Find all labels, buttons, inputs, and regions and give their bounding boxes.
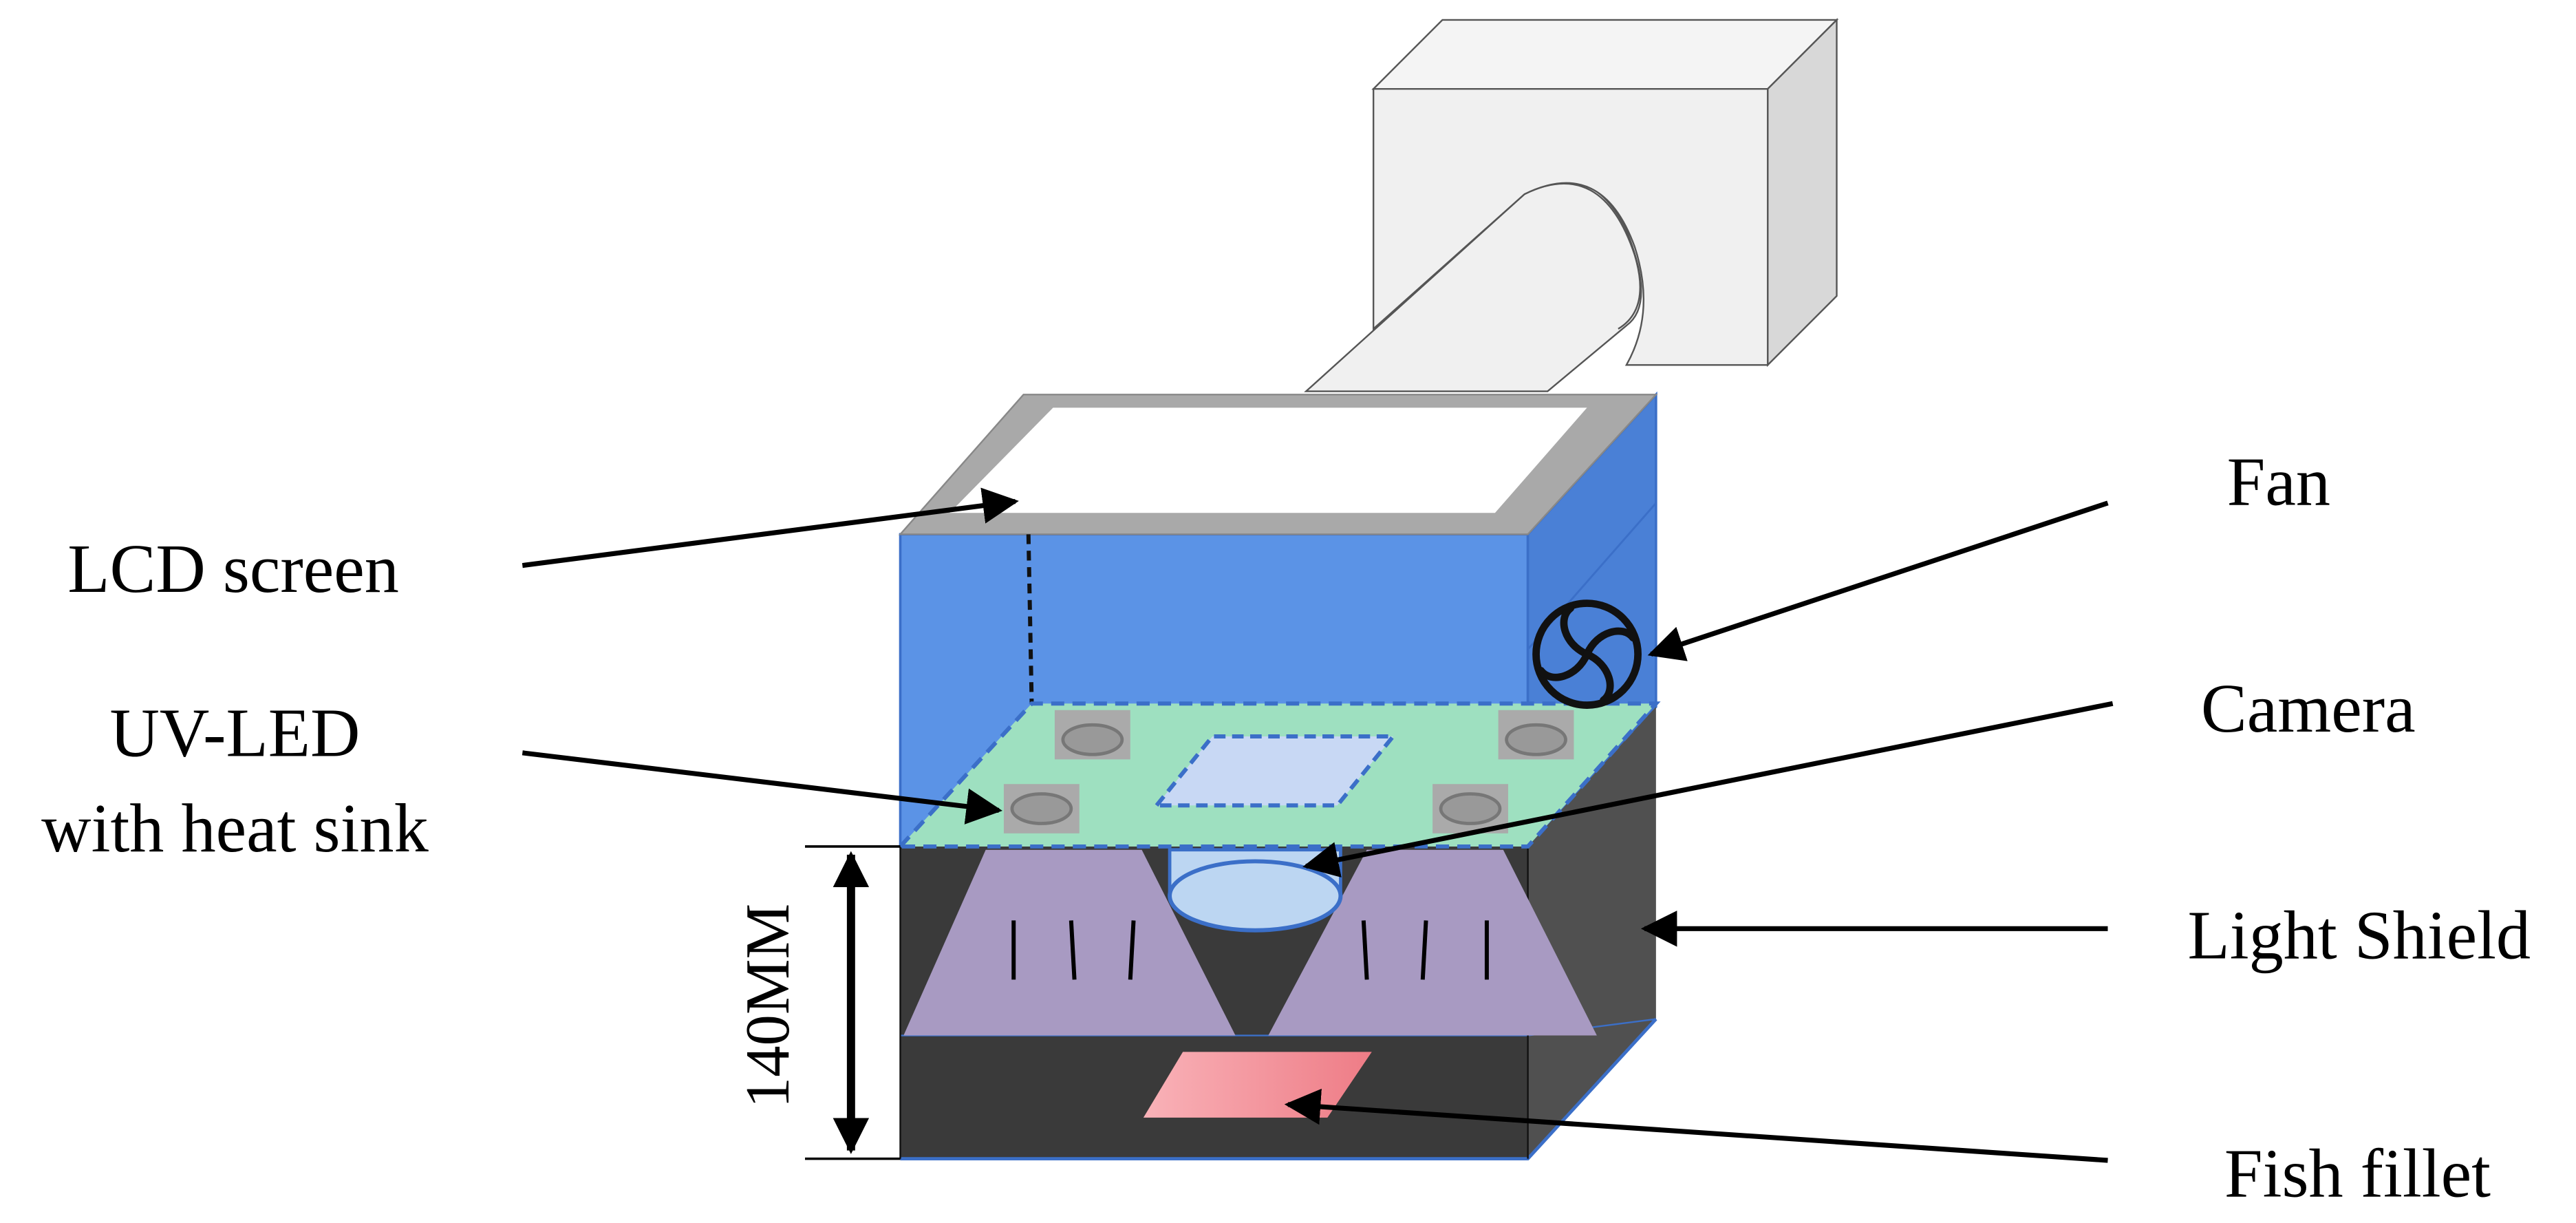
uvled-label-line1: UV-LED: [109, 695, 360, 772]
right-light-beam: [1268, 849, 1597, 1036]
camera-window: [1152, 734, 1398, 808]
callout-arrows: [522, 487, 2114, 1163]
uvled-arrow: [522, 750, 1002, 825]
lcd-screen: [949, 407, 1587, 513]
left-light-beam: [903, 849, 1236, 1036]
light-shield-label: Light Shield: [2188, 897, 2531, 973]
lcd-arrow: [522, 487, 1019, 568]
uv-led-modules: [1003, 710, 1574, 833]
fan-label: Fan: [2227, 443, 2330, 520]
fillet-arrow: [1284, 1088, 2108, 1163]
lcd-screen-label: LCD screen: [67, 531, 399, 607]
uv-light-beams: [903, 849, 1597, 1036]
fish-fillet-label: Fish fillet: [2224, 1136, 2491, 1212]
camera-label: Camera: [2201, 670, 2416, 747]
camera-lens: [1168, 848, 1343, 933]
camera-arrow: [1302, 701, 2114, 878]
camera-body: [1304, 18, 1839, 392]
dimension-indicator: 140MM: [733, 845, 901, 1160]
fan-icon: [1532, 599, 1642, 709]
uvled-label-line2: with heat sink: [41, 790, 429, 866]
led-board: [895, 701, 1661, 849]
dimension-label: 140MM: [733, 904, 802, 1108]
fan-arrow: [1647, 500, 2109, 661]
